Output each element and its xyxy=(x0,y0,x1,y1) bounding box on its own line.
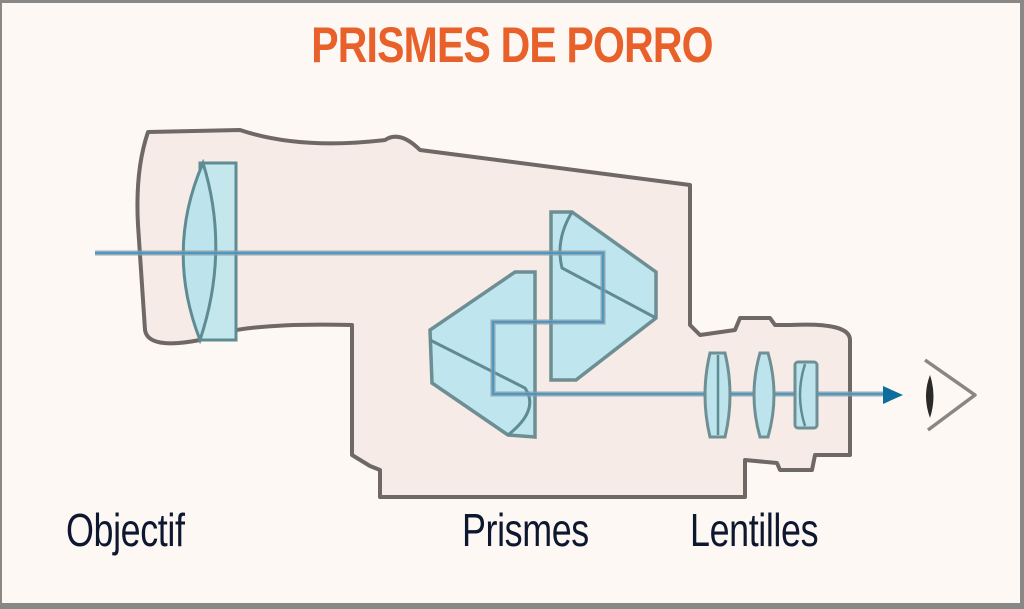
label-objective: Objectif xyxy=(66,504,185,556)
arrow-head-icon xyxy=(883,386,903,404)
light-ray xyxy=(95,250,890,397)
label-lenses: Lentilles xyxy=(690,504,819,556)
eyepiece-lenses xyxy=(703,351,819,439)
label-prisms: Prismes xyxy=(462,504,589,556)
diagram-title: PRISMES DE PORRO xyxy=(311,17,713,73)
eye-icon xyxy=(923,358,977,432)
